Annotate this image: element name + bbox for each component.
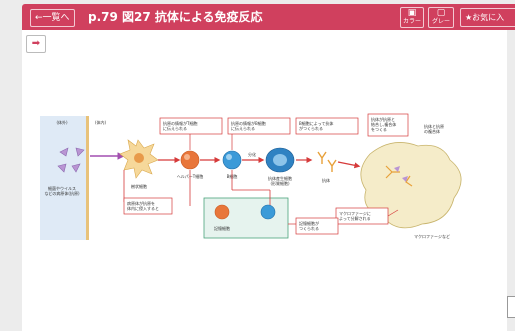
memory-t-cell: [214, 204, 230, 220]
antibody-made-box: [295, 117, 359, 135]
outside-body-area: [40, 116, 86, 240]
antibody-made-text: B細胞によって抗体がつくられる: [299, 120, 333, 131]
complex-text: 抗体が抗原と結合し,複合体をつくる: [371, 116, 396, 132]
back-to-list-button[interactable]: ←一覧へ: [30, 9, 75, 27]
pathogen-caption: 細菌やウイルスなどの病原体(抗原): [44, 185, 80, 196]
invade-caption-box: [123, 197, 173, 215]
memory-b-cell: [260, 204, 276, 220]
differentiate-label: 分化: [248, 151, 256, 157]
helper-info-text: 抗原の情報がT細胞に伝えられる: [163, 120, 197, 131]
inside-label: (体内): [95, 119, 107, 125]
antibody-label: 抗体: [322, 177, 330, 183]
antibody-icons: [317, 151, 337, 172]
plasma-label: 抗体産生細胞(形質細胞): [268, 175, 292, 186]
gray-page-icon: ▢: [436, 8, 446, 18]
outside-label: (体外): [56, 119, 68, 125]
menu-arrow-button[interactable]: ➡: [26, 35, 46, 53]
memory-made-box: [295, 217, 339, 235]
dendritic-label: 樹状細胞: [131, 183, 147, 189]
complex-box: [367, 113, 409, 137]
helper-info-box: [159, 117, 223, 135]
immune-response-diagram: (体外) (体内) 細菌やウイルスなどの病原体(抗原) 樹状細胞 病原体が抗原を…: [40, 113, 462, 240]
color-mode-label: カラー: [402, 18, 421, 25]
color-mode-button[interactable]: ▣ カラー: [400, 7, 424, 28]
arrow-to-complex: [337, 161, 361, 169]
favorite-button[interactable]: ★お気に入: [460, 8, 515, 27]
helper-t-cell: [180, 150, 200, 170]
gray-mode-label: グレー: [431, 18, 450, 25]
invade-caption: 病原体が抗原を体内に侵入すると: [127, 200, 159, 211]
pathogen-icons: [57, 147, 85, 173]
dendritic-cell: [119, 139, 159, 179]
memory-cell-box: [203, 197, 289, 239]
complex-label: 抗体と抗原の複合体: [424, 123, 444, 134]
side-handle[interactable]: [507, 296, 515, 318]
memory-label: 記憶細胞: [214, 225, 230, 231]
b-cell: [222, 150, 242, 170]
page-title: p.79 図27 抗体による免疫反応: [88, 10, 263, 24]
memory-made-text: 記憶細胞がつくられる: [299, 220, 319, 231]
b-info-text: 抗原の情報がB細胞に伝えられる: [231, 120, 266, 131]
top-toolbar: ←一覧へ p.79 図27 抗体による免疫反応 ▣ カラー ▢ グレー ★お気に…: [22, 4, 515, 30]
macrophage-text: マクロファージによって分解される: [339, 210, 371, 221]
b-info-box: [227, 117, 291, 135]
color-page-icon: ▣: [407, 8, 417, 18]
body-boundary: [86, 116, 89, 240]
antigen-in-complex-icons: [394, 166, 408, 182]
macrophage-label: マクロファージなど: [414, 233, 450, 239]
gray-mode-button[interactable]: ▢ グレー: [428, 7, 454, 28]
